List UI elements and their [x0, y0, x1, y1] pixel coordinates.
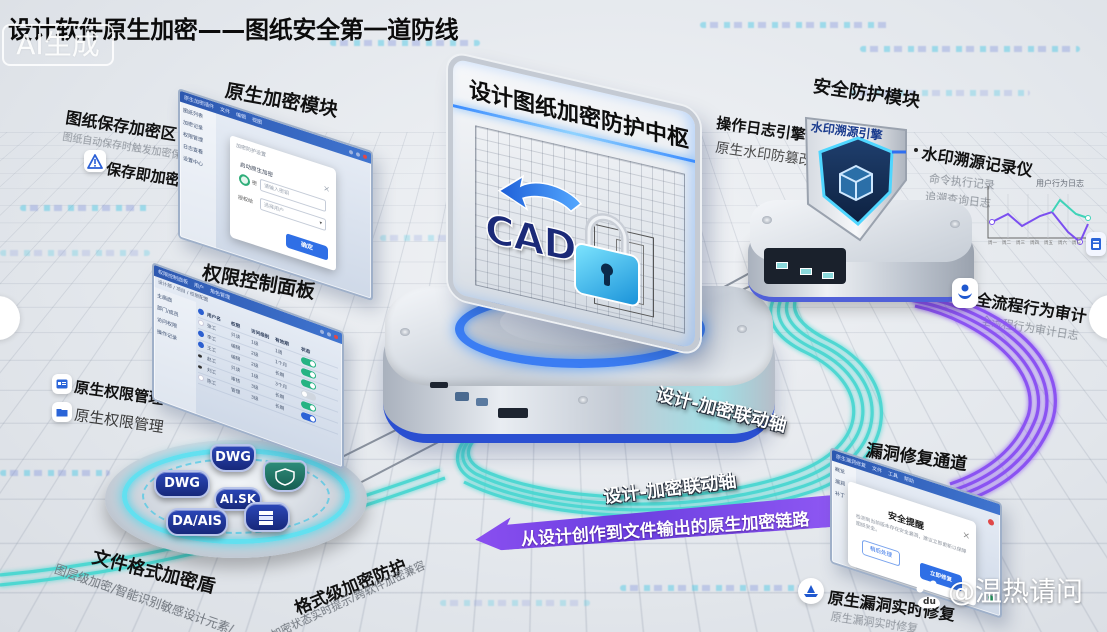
data-port	[776, 262, 788, 269]
screw	[950, 220, 960, 228]
confirm-button[interactable]: 确定	[286, 233, 328, 261]
ai-generated-badge: AI生成	[2, 24, 114, 66]
shield-check-icon	[239, 173, 250, 188]
window-controls[interactable]	[349, 149, 367, 159]
row-checkbox[interactable]	[198, 319, 204, 327]
later-button[interactable]: 稍后处理	[862, 539, 900, 566]
screw	[762, 216, 772, 224]
menu-item[interactable]: 帮助	[904, 475, 914, 485]
encryption-dialog[interactable]: 加密防护设置 × 启动原生加密 密 请输入密钥 授权给 选择用户 ▾ 确定	[230, 135, 336, 271]
select-all-icon[interactable]	[198, 308, 204, 316]
menu-item[interactable]: 视图	[252, 116, 262, 126]
chevron-down-icon: ▾	[319, 218, 322, 229]
screw	[400, 328, 410, 336]
usb-port	[430, 382, 448, 388]
window-sidebar: 主画面 部门/成员 访问权限 操作记录	[154, 287, 196, 414]
format-badge-dwg: DWG	[210, 444, 256, 472]
minimize-icon[interactable]	[349, 149, 353, 154]
menu-item[interactable]: 工具	[888, 470, 898, 480]
cable-port	[498, 408, 528, 418]
window-sidebar: 图纸列表 加密记录 权限管理 日志查看 设置中心	[180, 102, 216, 249]
row-checkbox[interactable]	[198, 374, 204, 382]
close-icon[interactable]: ×	[323, 183, 330, 194]
close-icon[interactable]: ×	[962, 530, 970, 542]
row-checkbox[interactable]	[198, 341, 204, 349]
padlock-icon	[571, 203, 643, 312]
format-badge-daais: DA/AIS	[166, 508, 228, 536]
data-port	[822, 272, 834, 279]
row-checkbox[interactable]	[198, 364, 202, 368]
purple-cable-bundle	[900, 288, 1055, 502]
sidebar-item[interactable]: 概览	[835, 466, 853, 479]
maximize-icon[interactable]	[356, 151, 360, 156]
baidu-logo-text: du	[923, 597, 936, 607]
close-icon[interactable]	[988, 518, 994, 526]
close-icon[interactable]	[334, 334, 338, 339]
ethernet-port	[455, 392, 469, 401]
format-badge-dwg: DWG	[154, 470, 210, 498]
maximize-icon[interactable]	[327, 331, 331, 336]
row-checkbox[interactable]	[198, 330, 204, 338]
menu-item[interactable]: 编辑	[236, 111, 246, 121]
auth-select-value: 选择用户	[264, 202, 284, 215]
format-badge-stack	[244, 502, 290, 532]
menu-item[interactable]: 文件	[220, 106, 230, 116]
close-icon[interactable]	[363, 154, 367, 159]
menu-item[interactable]: 文件	[872, 465, 882, 475]
baidu-paw-logo: du	[914, 580, 944, 610]
format-badge-secure-shield	[263, 460, 307, 492]
key-label: 密	[252, 179, 257, 188]
data-port	[476, 398, 488, 406]
window-controls[interactable]	[320, 329, 338, 340]
watermark-text: @温热请问	[948, 570, 1083, 609]
screw	[737, 325, 747, 333]
audit-figure-icon	[952, 278, 978, 308]
row-checkbox[interactable]	[198, 353, 202, 357]
auth-label: 授权给	[238, 193, 253, 205]
screw	[578, 396, 588, 404]
minimize-icon[interactable]	[320, 329, 324, 334]
dialog-title: 加密防护设置	[236, 142, 266, 159]
data-port	[800, 268, 812, 275]
